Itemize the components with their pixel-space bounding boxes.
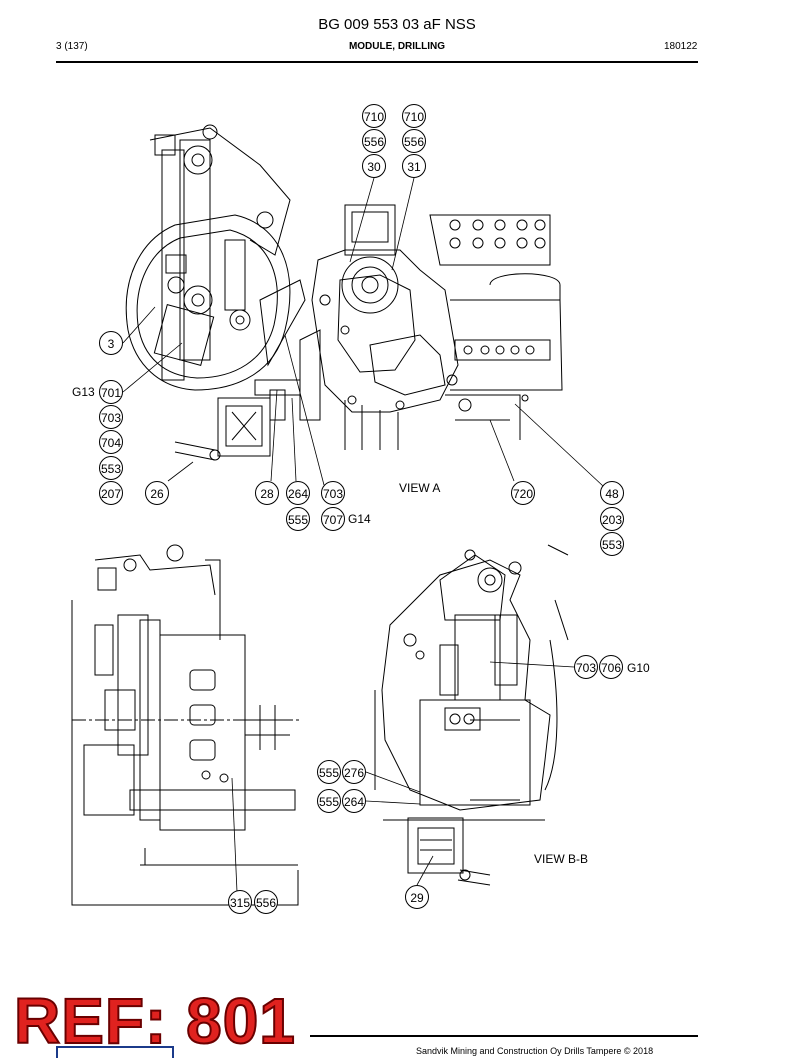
- callout-704: 704: [99, 430, 123, 454]
- view-a-label: VIEW A: [399, 481, 441, 495]
- document-date: 180122: [664, 41, 698, 52]
- callout-31: 31: [402, 154, 426, 178]
- callout-3: 3: [99, 331, 123, 355]
- page-number: 3 (137): [56, 41, 88, 52]
- callout-26: 26: [145, 481, 169, 505]
- tag-g10: G10: [627, 661, 650, 675]
- view-bb-label: VIEW B-B: [534, 852, 589, 866]
- copyright-text: Sandvik Mining and Construction Oy Drill…: [416, 1046, 654, 1056]
- callout-703-c: 703: [574, 655, 598, 679]
- callout-203: 203: [600, 507, 624, 531]
- callout-710-b: 710: [402, 104, 426, 128]
- section-title: MODULE, DRILLING: [348, 41, 446, 52]
- callout-207: 207: [99, 481, 123, 505]
- sandvik-logo: [56, 1046, 174, 1058]
- view-a-center-assembly: [299, 204, 563, 450]
- callout-29: 29: [405, 885, 429, 909]
- callout-703-a: 703: [99, 405, 123, 429]
- ref-stamp: REF: 801: [13, 985, 296, 1057]
- callout-706: 706: [599, 655, 623, 679]
- callout-556-c: 556: [254, 890, 278, 914]
- callout-555-c: 555: [317, 789, 341, 813]
- callout-710-a: 710: [362, 104, 386, 128]
- footer-rule: [310, 1035, 698, 1037]
- view-bb-right-assembly: [374, 544, 569, 886]
- callout-556-b: 556: [402, 129, 426, 153]
- callout-707: 707: [321, 507, 345, 531]
- tag-g14: G14: [348, 512, 371, 526]
- callout-264-b: 264: [342, 789, 366, 813]
- callout-315: 315: [228, 890, 252, 914]
- callout-555-b: 555: [317, 760, 341, 784]
- callout-553-a: 553: [99, 456, 123, 480]
- callout-556-a: 556: [362, 129, 386, 153]
- view-a-left-assembly: [125, 124, 306, 461]
- header-rule: [56, 61, 698, 63]
- callout-703-b: 703: [321, 481, 345, 505]
- callout-48: 48: [600, 481, 624, 505]
- leader-lines: [122, 177, 604, 893]
- document-title: BG 009 553 03 aF NSS: [318, 16, 476, 33]
- view-bb-left-assembly: [71, 544, 300, 906]
- callout-701: 701: [99, 380, 123, 404]
- callout-264-a: 264: [286, 481, 310, 505]
- callout-28: 28: [255, 481, 279, 505]
- callout-30: 30: [362, 154, 386, 178]
- callout-555-a: 555: [286, 507, 310, 531]
- callout-720: 720: [511, 481, 535, 505]
- tag-g13: G13: [72, 385, 95, 399]
- callout-276: 276: [342, 760, 366, 784]
- callout-553-b: 553: [600, 532, 624, 556]
